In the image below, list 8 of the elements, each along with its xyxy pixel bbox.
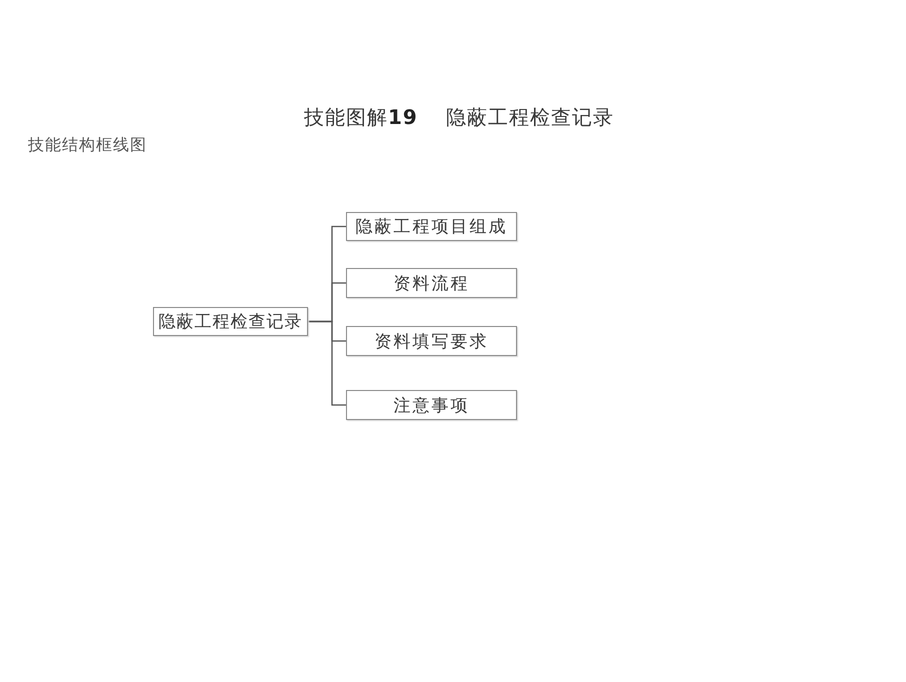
topic-box: 注意事项 — [346, 390, 517, 420]
connector-line — [308, 320, 346, 406]
title: 技能图解19 隐蔽工程检查记录 — [304, 104, 614, 130]
topic-box: 隐蔽工程项目组成 — [346, 212, 517, 241]
topic-box: 资料流程 — [346, 268, 517, 298]
topic-box: 资料填写要求 — [346, 326, 517, 356]
section-heading: 技能结构框线图 — [28, 134, 147, 156]
topic-box: 隐蔽工程检查记录 — [153, 307, 308, 336]
